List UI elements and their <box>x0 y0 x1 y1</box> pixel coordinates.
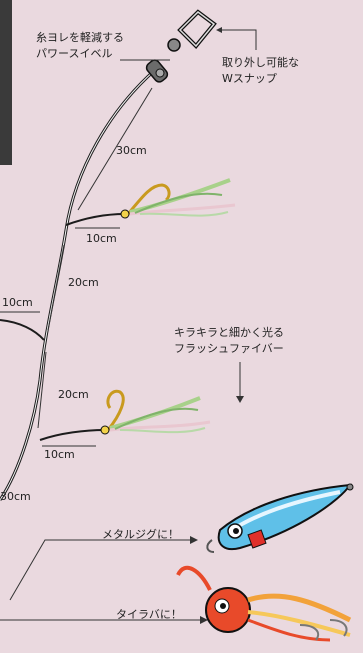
dim-arrows <box>0 87 153 447</box>
dim-lower-branch: 10cm <box>44 448 75 461</box>
snap-callout-line <box>220 29 257 50</box>
metal-jig-icon <box>206 483 354 553</box>
tai-rubber-icon <box>176 565 352 642</box>
dim-upper-branch: 10cm <box>86 232 117 245</box>
dim-middle-upper: 20cm <box>68 276 99 289</box>
swivel-label-line1: 糸ヨレを軽減する <box>36 31 124 44</box>
snap-icon <box>167 9 217 52</box>
metal-jig-label: メタルジグに！ <box>102 528 179 541</box>
dim-middle-lower: 20cm <box>58 388 89 401</box>
lower-branch-line <box>39 429 106 441</box>
main-line-highlight <box>0 69 156 501</box>
upper-hook-icon <box>120 183 171 219</box>
swivel-icon <box>145 59 169 83</box>
snap-label-line1: 取り外し可能な <box>222 56 299 69</box>
fiber-label-line2: フラッシュファイバー <box>174 342 284 355</box>
lower-hook-icon <box>100 389 125 435</box>
swivel-label-line2: パワースイベル <box>36 47 113 60</box>
dim-top-line: 30cm <box>116 144 147 157</box>
jig-callout-line <box>9 539 190 601</box>
fiber-label-line1: キラキラと細かく光る <box>174 326 284 339</box>
side-panel-edge <box>0 0 12 165</box>
dim-bottom-left: 30cm <box>0 490 31 503</box>
dim-left-branch: 10cm <box>2 296 33 309</box>
upper-fiber-icon <box>129 178 236 217</box>
snap-label-line2: Wスナップ <box>222 72 277 85</box>
left-branch-line <box>0 319 45 341</box>
tai-rubber-label: タイラバに！ <box>116 608 182 621</box>
lower-fiber-icon <box>109 396 211 434</box>
upper-branch-line <box>65 213 126 226</box>
